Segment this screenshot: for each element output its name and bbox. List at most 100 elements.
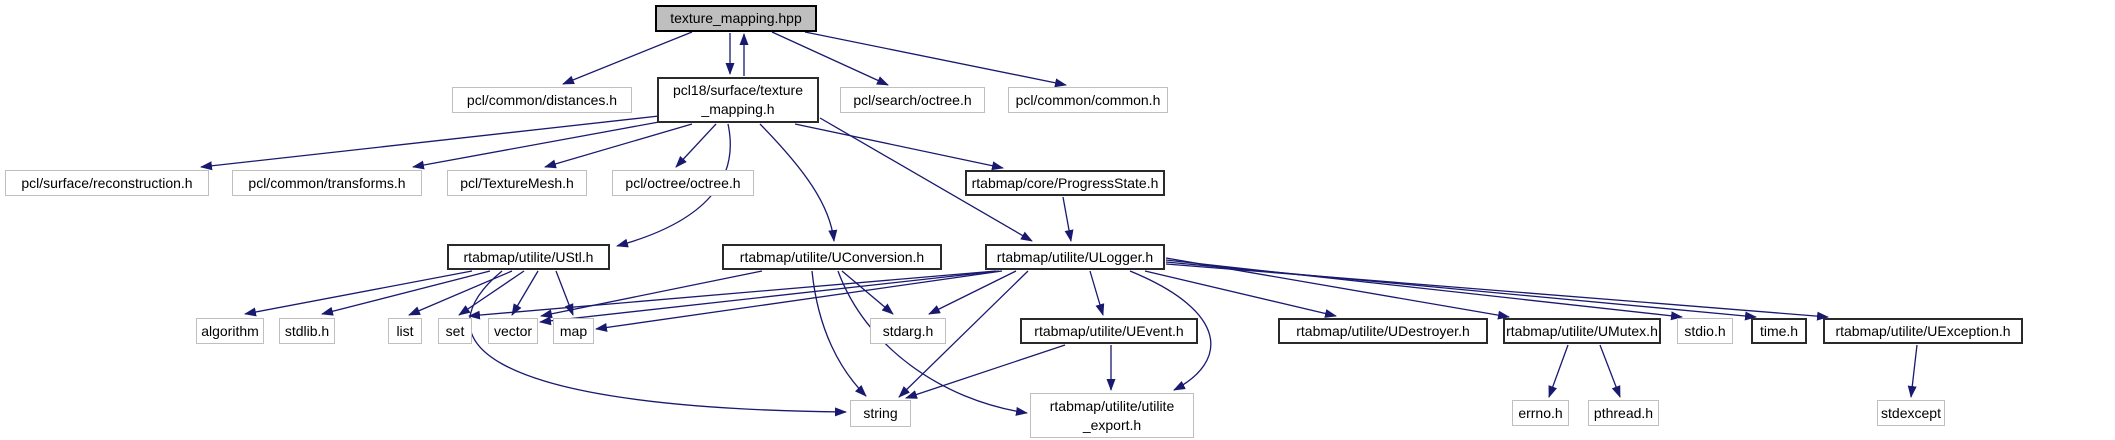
graph-node-label: stdexcept (1881, 404, 1941, 421)
graph-node-label: texture_mapping.hpp (670, 10, 802, 26)
graph-node-label: pcl/surface/reconstruction.h (21, 174, 193, 191)
graph-node-texturemesh: pcl/TextureMesh.h (447, 170, 587, 196)
graph-node-label: rtabmap/utilite/utilite (1049, 397, 1175, 414)
graph-node-common_common: pcl/common/common.h (1008, 87, 1168, 113)
edge-ulogger-to-udestroyer (1144, 270, 1337, 318)
graph-node-label: rtabmap/utilite/UConversion.h (739, 248, 925, 265)
graph-node-label: pcl/common/transforms.h (248, 174, 406, 191)
edge-ulogger-to-uexception (1165, 263, 1829, 321)
graph-node-label: stdlib.h (284, 322, 330, 339)
edge-uconversion-to-string (811, 270, 867, 397)
graph-node-set: set (438, 318, 472, 344)
edge-ulogger-to-utilite_export (1129, 270, 1212, 391)
edge-ulogger-to-map (595, 270, 1003, 332)
edge-hpp-to-search_octree (771, 31, 889, 86)
graph-node-label: algorithm (201, 322, 259, 339)
graph-node-search_octree: pcl/search/octree.h (840, 87, 985, 113)
graph-node-label: rtabmap/utilite/UEvent.h (1034, 322, 1184, 339)
edge-progressstate-to-ulogger (1062, 196, 1074, 242)
graph-node-label: pcl/octree/octree.h (625, 174, 741, 191)
edge-pcl18-to-ustl (616, 123, 731, 248)
graph-node-label: _mapping.h (701, 101, 775, 117)
graph-node-algorithm: algorithm (196, 318, 264, 344)
edge-ulogger-to-timeh (1165, 261, 1757, 321)
edge-ustl-to-stdlib (321, 270, 491, 316)
edge-ulogger-to-stdarg (928, 270, 1017, 315)
graph-node-utilite_export: rtabmap/utilite/utilite _export.h (1030, 393, 1194, 438)
graph-node-stdio: stdio.h (1677, 318, 1733, 344)
edge-hpp-to-distances (562, 31, 693, 85)
graph-node-vector: vector (488, 318, 538, 344)
edge-pcl18-to-reconstruction (200, 115, 660, 171)
graph-node-label: pcl/common/common.h (1015, 91, 1161, 108)
graph-node-hpp: texture_mapping.hpp (655, 5, 817, 32)
graph-node-label: time.h (1759, 322, 1799, 339)
graph-node-timeh[interactable]: time.h (1751, 318, 1807, 344)
graph-node-progressstate[interactable]: rtabmap/core/ProgressState.h (965, 170, 1165, 196)
graph-node-label: map (559, 322, 588, 339)
edge-pcl18-to-progressstate (794, 123, 1004, 171)
graph-node-label: rtabmap/utilite/UStl.h (463, 248, 594, 265)
edge-ustl-to-set (458, 270, 525, 316)
graph-node-label: string (863, 405, 898, 421)
edge-umutex-to-errno (1548, 344, 1569, 398)
graph-node-label: stdio.h (1684, 322, 1726, 339)
graph-node-pcl18[interactable]: pcl18/surface/texture _mapping.h (657, 77, 819, 123)
graph-node-label: rtabmap/utilite/UDestroyer.h (1296, 322, 1470, 339)
graph-node-list: list (388, 318, 422, 344)
graph-node-pthread: pthread.h (1588, 400, 1659, 426)
graph-node-errno: errno.h (1512, 400, 1569, 426)
graph-node-reconstruction: pcl/surface/reconstruction.h (5, 170, 209, 196)
edge-ulogger-to-string (898, 270, 1029, 398)
graph-node-string: string (850, 400, 911, 427)
graph-node-ulogger[interactable]: rtabmap/utilite/ULogger.h (985, 244, 1165, 270)
graph-node-stdarg: stdarg.h (870, 318, 946, 344)
graph-node-umutex[interactable]: rtabmap/utilite/UMutex.h (1503, 318, 1661, 344)
edge-pcl18-to-uconversion (759, 123, 838, 242)
edge-uevent-to-string (905, 344, 1066, 399)
edge-ustl-to-vector (511, 270, 539, 316)
edge-ustl-to-algorithm (244, 270, 473, 317)
edge-pcl18-to-transforms (412, 121, 660, 170)
graph-node-stdlib: stdlib.h (279, 318, 335, 344)
graph-node-label: pthread.h (1593, 404, 1654, 421)
graph-node-label: errno.h (1518, 404, 1563, 421)
graph-node-label: rtabmap/utilite/ULogger.h (996, 248, 1154, 265)
graph-node-uevent[interactable]: rtabmap/utilite/UEvent.h (1020, 318, 1198, 344)
graph-node-uconversion[interactable]: rtabmap/utilite/UConversion.h (722, 244, 942, 270)
graph-node-label: vector (493, 322, 533, 339)
graph-node-label: pcl18/surface/texture (673, 82, 803, 98)
edge-umutex-to-pthread (1599, 344, 1621, 398)
edge-uconversion-to-utilite_export (837, 270, 1028, 416)
edge-pcl18-to-octree_octree (675, 123, 717, 168)
graph-node-map: map (553, 318, 594, 344)
graph-node-label: pcl/common/distances.h (466, 91, 618, 108)
edge-ulogger-to-vector (539, 270, 1000, 326)
graph-node-distances: pcl/common/distances.h (452, 87, 632, 113)
graph-node-udestroyer[interactable]: rtabmap/utilite/UDestroyer.h (1278, 318, 1488, 344)
edge-uconversion-to-stdarg (841, 270, 894, 315)
graph-node-label: rtabmap/utilite/UException.h (1835, 322, 2011, 339)
graph-node-label: pcl/search/octree.h (853, 91, 972, 108)
edge-pcl18-to-ulogger (819, 117, 1033, 242)
edge-ustl-to-list (408, 270, 513, 316)
edge-hpp-to-common_common (804, 31, 1067, 88)
graph-node-label: rtabmap/utilite/UMutex.h (1506, 322, 1658, 339)
graph-node-label: _export.h (1082, 416, 1142, 433)
graph-node-label: set (445, 322, 465, 339)
graph-node-uexception[interactable]: rtabmap/utilite/UException.h (1823, 318, 2023, 344)
edge-ulogger-to-uevent (1089, 270, 1105, 316)
graph-node-transforms: pcl/common/transforms.h (232, 170, 422, 196)
graph-node-label: rtabmap/core/ProgressState.h (971, 174, 1159, 191)
edge-ulogger-to-stdio (1165, 259, 1683, 321)
graph-node-ustl[interactable]: rtabmap/utilite/UStl.h (447, 244, 610, 270)
edge-uexception-to-stdexcept (1907, 344, 1918, 398)
graph-node-label: pcl/TextureMesh.h (460, 174, 574, 191)
edge-pcl18-to-texturemesh (544, 123, 693, 169)
edge-ulogger-to-set (468, 270, 997, 320)
edge-uconversion-to-vector (540, 270, 763, 319)
graph-node-octree_octree: pcl/octree/octree.h (612, 170, 754, 196)
graph-node-stdexcept: stdexcept (1877, 400, 1945, 426)
edge-ustl-to-string (469, 270, 847, 417)
